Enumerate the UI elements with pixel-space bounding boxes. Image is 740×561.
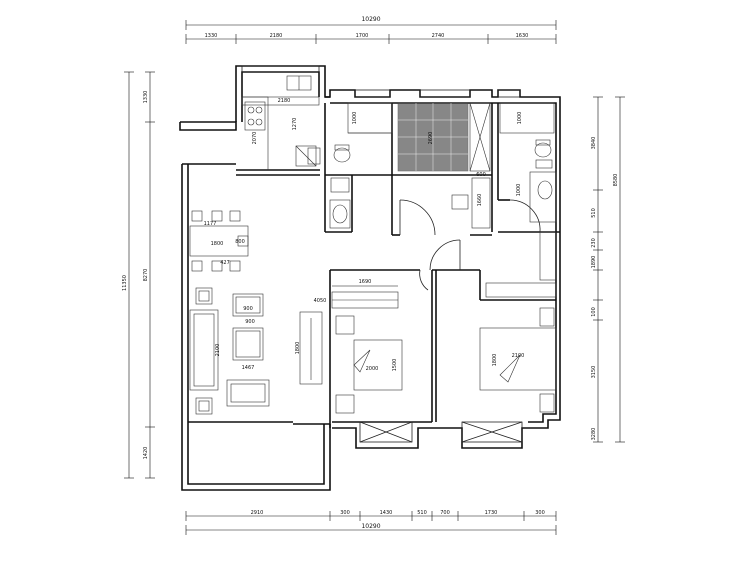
right-seg-1: 3840 [591, 137, 597, 150]
top-dimension-segments: 1330 2180 1700 2740 1630 [185, 33, 557, 44]
right-seg-3: 3280 [591, 428, 597, 441]
right-seg-7: 100 [591, 307, 597, 317]
left-dimension-total: 11350 [122, 71, 134, 479]
bedroom-2: 1690 2000 1500 [331, 279, 403, 414]
master-bed-length: 1800 [492, 354, 498, 367]
master-bedroom: 2100 1800 [479, 282, 557, 413]
bottom-seg-5: 700 [440, 510, 450, 516]
kitchen-counter-depth: 2070 [252, 132, 258, 145]
dining-stool: 427 [220, 260, 230, 266]
kitchen: 2180 2070 1270 [241, 75, 320, 170]
living-sofa-length: 2100 [215, 344, 221, 357]
living-tv-wall: 1800 [295, 342, 301, 355]
doors [399, 199, 541, 291]
top-seg-1: 1330 [205, 33, 218, 39]
right-seg-6: 1890 [591, 256, 597, 269]
bath2-depth: 1000 [517, 112, 523, 125]
living-room: 900 2100 1467 900 1800 4050 [189, 287, 327, 415]
top-seg-5: 1630 [516, 33, 529, 39]
bottom-seg-4: 510 [417, 510, 427, 516]
bathroom-1: 1000 [307, 102, 393, 229]
top-seg-4: 2740 [432, 33, 445, 39]
right-seg-4: 510 [591, 208, 597, 218]
study: 2690 600 1660 [397, 102, 491, 229]
bedroom2-bed-width: 2000 [366, 366, 379, 372]
study-desk-depth: 1660 [477, 194, 483, 207]
left-seg-1: 1330 [143, 91, 149, 104]
living-tv-cabinet: 1467 [242, 365, 255, 371]
study-desk: 600 [476, 172, 486, 178]
living-rug: 4050 [314, 298, 327, 304]
master-bed-width: 2100 [512, 353, 525, 359]
bedroom2-wardrobe: 1690 [359, 279, 372, 285]
right-seg-5: 230 [591, 238, 597, 248]
windows [241, 65, 523, 443]
top-total-label: 10290 [361, 16, 380, 23]
right-dimension-segments: 3840 3150 3280 510 230 1890 100 [591, 96, 603, 443]
left-dimension-segments: 1330 8270 1420 [143, 71, 155, 479]
bottom-seg-7: 300 [535, 510, 545, 516]
right-total-label: 8580 [613, 174, 619, 187]
bottom-seg-2: 300 [340, 510, 350, 516]
exterior-walls [179, 65, 561, 491]
bathroom-2: 1000 1000 [499, 102, 557, 281]
top-seg-3: 1700 [356, 33, 369, 39]
dining: 1800 800 1177 427 [189, 210, 249, 272]
right-dimension-total: 8580 [613, 96, 625, 443]
bottom-seg-3: 1430 [380, 510, 393, 516]
kitchen-counter-length: 1270 [292, 118, 298, 131]
left-total-label: 11350 [122, 275, 128, 291]
dining-sideboard: 1177 [204, 221, 217, 227]
study-width: 2690 [428, 132, 434, 145]
left-seg-2: 8270 [143, 269, 149, 282]
top-dimension-total: 10290 [185, 16, 557, 30]
right-seg-2: 3150 [591, 366, 597, 379]
bath1-depth: 1000 [352, 112, 358, 125]
left-seg-3: 1420 [143, 447, 149, 460]
bottom-total-label: 10290 [361, 523, 380, 530]
bedroom2-bed-length: 1500 [392, 359, 398, 372]
bottom-dimension-segments: 2910 300 1430 510 700 1730 300 [185, 510, 557, 521]
living-table-top: 900 [245, 319, 255, 325]
dining-table-width: 1800 [211, 241, 224, 247]
bottom-seg-1: 2910 [251, 510, 264, 516]
top-seg-2: 2180 [270, 33, 283, 39]
living-coffee-table: 900 [243, 306, 253, 312]
kitchen-counter-width: 2180 [278, 98, 291, 104]
dining-table-depth: 800 [235, 239, 245, 245]
bottom-seg-6: 1730 [485, 510, 498, 516]
bath2-vanity: 1000 [516, 184, 522, 197]
bottom-dimension-total: 10290 [185, 523, 557, 535]
